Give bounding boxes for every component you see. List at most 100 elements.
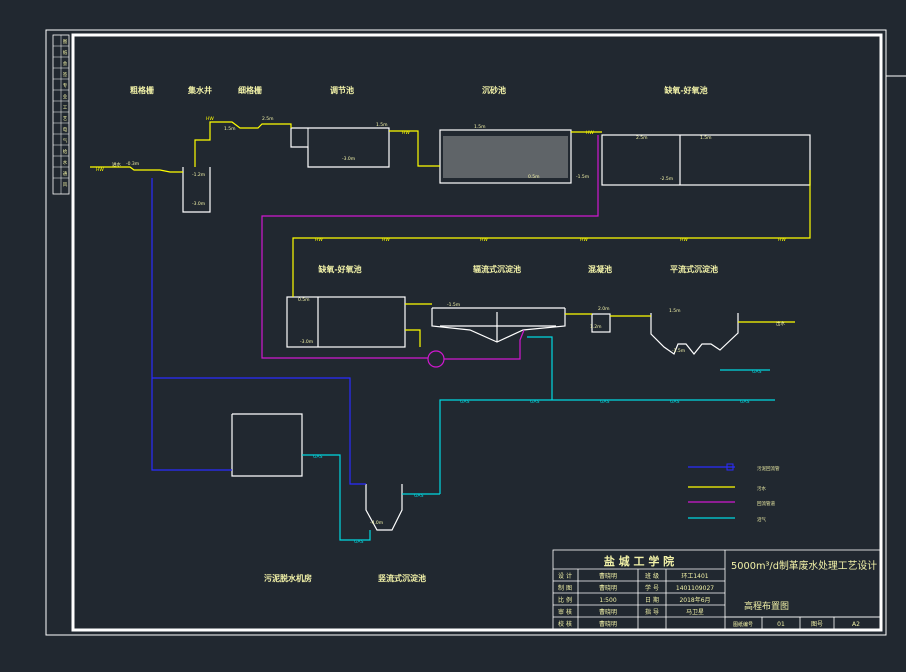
label-fine-screen: 细格栅 xyxy=(238,85,262,95)
title-block xyxy=(552,549,882,631)
elevation-mark: 0.5m xyxy=(298,297,310,303)
tb-value: 曹晓明 xyxy=(599,572,617,580)
flow-label-hw: HW xyxy=(778,237,786,243)
flow-label-hw: HW xyxy=(680,237,688,243)
label-vertical-settler: 竖流式沉淀池 xyxy=(378,573,426,583)
tb-key: 比 例 xyxy=(558,596,572,604)
tb-key: 指 导 xyxy=(645,608,659,616)
flow-label-gas: GAS xyxy=(752,369,762,375)
elevation-mark: 2.5m xyxy=(636,135,648,141)
pipe-return xyxy=(261,135,599,359)
elevation-mark: -1.5m xyxy=(672,348,685,354)
tb-value: 环工1401 xyxy=(681,573,708,580)
elevation-mark: -0.3m xyxy=(126,161,139,167)
return-pump xyxy=(427,350,445,368)
tb-key: 设 计 xyxy=(558,572,572,580)
elevation-mark: -1.2m xyxy=(192,172,205,178)
label-sludge-dewatering: 污泥脱水机房 xyxy=(264,573,312,583)
strip-text: 给 xyxy=(63,148,68,155)
pipe-sludge-branch xyxy=(152,377,366,485)
legend-item: 污水 xyxy=(757,485,766,492)
tb-value: 1401109027 xyxy=(676,585,714,592)
tb-value: 曹晓明 xyxy=(599,620,617,628)
ao-tank-bottom xyxy=(286,296,406,348)
horizontal-settler xyxy=(650,313,739,355)
strip-text: 图 xyxy=(63,39,68,45)
tb-value: 1:500 xyxy=(599,597,616,604)
strip-text: 签 xyxy=(63,71,68,78)
title-project: 5000m³/d制革废水处理工艺设计 xyxy=(731,559,877,572)
legend-item: 污泥回流管 xyxy=(757,465,780,472)
pipes xyxy=(90,121,811,541)
strip-text: 会 xyxy=(63,60,68,67)
flow-label-gas: GAS xyxy=(313,454,323,460)
elevation-mark: -3.0m xyxy=(192,201,205,207)
flow-label-hw: HW xyxy=(580,237,588,243)
tb-value: 01 xyxy=(777,621,785,628)
label-pump-well: 集水井 xyxy=(187,85,212,95)
outflow-label: 出水 xyxy=(776,320,785,327)
label-ao-tank-top: 缺氧-好氧池 xyxy=(663,85,707,95)
tb-key: 制 图 xyxy=(558,584,572,592)
strip-text: 风 xyxy=(63,182,68,188)
vertical-settler xyxy=(365,484,403,531)
legend: 污泥回流管 污水 回流管道 沼气 xyxy=(688,463,780,523)
elevation-mark: 0.5m xyxy=(528,174,540,180)
elevation-mark: 1.5m xyxy=(700,135,712,141)
strip-text: 专 xyxy=(63,82,68,89)
ao-tank-top xyxy=(601,134,811,186)
equalization-tank xyxy=(290,127,390,168)
pipe-gas-loop xyxy=(302,454,371,541)
pipe-ao-mid xyxy=(405,329,421,347)
pipe-sludge-main xyxy=(151,178,232,471)
elevation-mark: 1.2m xyxy=(590,324,602,330)
flow-label-gas: GAS xyxy=(530,399,540,405)
title-drawing-name: 高程布置图 xyxy=(744,600,789,612)
signature-strip: 图 纸 会 签 专 业 工 艺 电 气 给 水 通 风 xyxy=(52,34,70,195)
flow-label-gas: GAS xyxy=(600,399,610,405)
strip-text: 电 xyxy=(63,126,68,133)
strip-text: 纸 xyxy=(63,49,68,56)
elevation-mark: 1.5m xyxy=(474,124,486,130)
sludge-dewatering-room xyxy=(231,413,303,477)
tb-key: 学 号 xyxy=(645,584,659,592)
flow-label-hw: HW xyxy=(206,116,214,122)
label-coagulation-tank: 混凝池 xyxy=(588,264,612,274)
elevation-mark: -4.0m xyxy=(370,520,383,526)
sand-tank xyxy=(439,129,572,184)
label-radial-clarifier: 辐流式沉淀池 xyxy=(473,264,521,274)
pipe-eq-to-sand xyxy=(389,130,440,167)
elevation-mark: -1.5m xyxy=(447,302,460,308)
pipe-inflow xyxy=(90,166,183,173)
tb-key: 校 核 xyxy=(558,620,572,628)
outer-border xyxy=(45,29,887,636)
tb-key: 班 级 xyxy=(645,572,659,580)
elevation-mark: 1.5m xyxy=(376,122,388,128)
title-rows: 设 计 曹晓明 班 级 环工1401 制 图 曹晓明 学 号 140110902… xyxy=(558,572,860,628)
elevation-mark: -3.0m xyxy=(300,339,313,345)
legend-item: 回流管道 xyxy=(757,500,775,507)
label-ao-tank-bottom: 缺氧-好氧池 xyxy=(317,264,361,274)
flow-label-hw: HW xyxy=(586,130,594,136)
elevations: -0.3m -3.0m 2.5m 1.5m -1.2m 1.5m -3.0m 0… xyxy=(126,116,712,526)
elevation-mark: -2.5m xyxy=(660,176,673,182)
flow-label-gas: GAS xyxy=(354,539,364,545)
strip-text: 水 xyxy=(63,159,68,166)
legend-item: 沼气 xyxy=(757,516,766,523)
pipe-gas-main xyxy=(439,399,775,494)
elevation-mark: -3.0m xyxy=(342,156,355,162)
pipe-gas-rise xyxy=(527,336,553,400)
strip-text: 业 xyxy=(63,93,68,100)
elevation-mark: 1.5m xyxy=(669,308,681,314)
pump-well xyxy=(182,167,211,213)
inflow-label: 进水 xyxy=(112,161,121,168)
pipe-return-2 xyxy=(444,329,525,360)
flow-label-gas: GAS xyxy=(670,399,680,405)
flow-label-hw: HW xyxy=(480,237,488,243)
label-equalization-tank: 调节池 xyxy=(330,85,354,95)
flow-label-hw: HW xyxy=(315,237,323,243)
tb-value: 马卫星 xyxy=(686,608,704,616)
flow-label-gas: GAS xyxy=(740,399,750,405)
